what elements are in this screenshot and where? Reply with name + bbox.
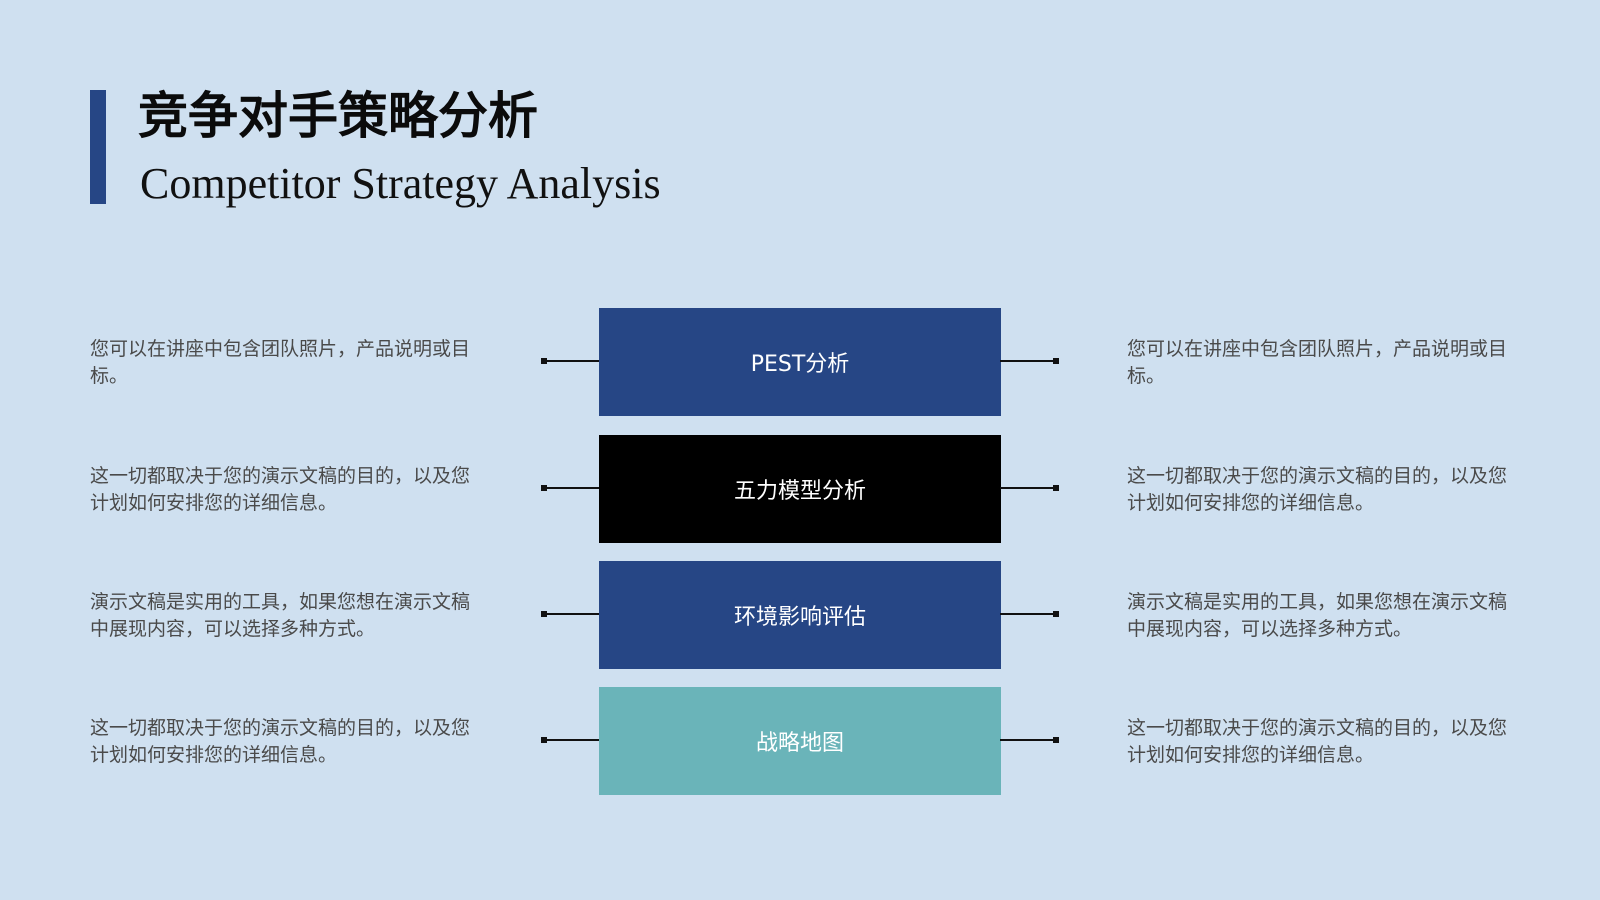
left-connector-line [541,739,599,741]
strategy-box-label: PEST分析 [750,352,850,377]
strategy-row-strategy-map: 这一切都取决于您的演示文稿的目的，以及您计划如何安排您的详细信息。 战略地图 这… [0,687,1600,795]
left-description: 这一切都取决于您的演示文稿的目的，以及您计划如何安排您的详细信息。 [90,465,471,514]
left-description: 演示文稿是实用的工具，如果您想在演示文稿中展现内容，可以选择多种方式。 [90,591,471,640]
strategy-box-environment[interactable]: 环境影响评估 [599,561,1001,669]
page-subtitle: Competitor Strategy Analysis [140,159,661,208]
strategy-row-environment: 演示文稿是实用的工具，如果您想在演示文稿中展现内容，可以选择多种方式。 环境影响… [0,561,1600,669]
connector-end-dot [1053,485,1059,491]
strategy-box-label: 五力模型分析 [733,479,866,504]
right-description: 演示文稿是实用的工具，如果您想在演示文稿中展现内容，可以选择多种方式。 [1127,591,1508,640]
strategy-box-label: 环境影响评估 [733,605,866,630]
connector-end-dot [1053,737,1059,743]
left-description: 您可以在讲座中包含团队照片，产品说明或目标。 [90,338,471,387]
right-connector-line [1000,739,1058,741]
right-connector-line [1000,487,1058,489]
left-connector-line [541,613,599,615]
right-description: 这一切都取决于您的演示文稿的目的，以及您计划如何安排您的详细信息。 [1127,717,1508,766]
page-title: 竞争对手策略分析 [138,86,538,145]
strategy-box-label: 战略地图 [755,731,844,756]
strategy-box-strategy-map[interactable]: 战略地图 [599,687,1001,795]
strategy-row-five-forces: 这一切都取决于您的演示文稿的目的，以及您计划如何安排您的详细信息。 五力模型分析… [0,435,1600,543]
right-connector-line [1000,360,1058,362]
left-connector-line [541,487,599,489]
left-description: 这一切都取决于您的演示文稿的目的，以及您计划如何安排您的详细信息。 [90,717,471,766]
connector-end-dot [1053,611,1059,617]
strategy-box-five-forces[interactable]: 五力模型分析 [599,435,1001,543]
strategy-row-pest: 您可以在讲座中包含团队照片，产品说明或目标。 PEST分析 您可以在讲座中包含团… [0,308,1600,416]
right-description: 这一切都取决于您的演示文稿的目的，以及您计划如何安排您的详细信息。 [1127,465,1508,514]
title-accent-bar [90,90,106,204]
right-description: 您可以在讲座中包含团队照片，产品说明或目标。 [1127,338,1508,387]
right-connector-line [1000,613,1058,615]
connector-end-dot [1053,358,1059,364]
left-connector-line [541,360,599,362]
strategy-box-pest[interactable]: PEST分析 [599,308,1001,416]
